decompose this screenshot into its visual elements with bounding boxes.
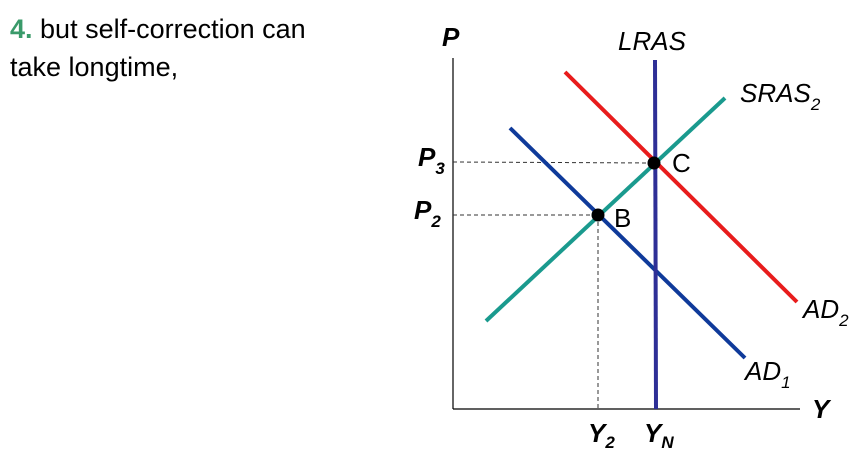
point-b-marker — [591, 208, 605, 222]
caption-line-1: but self-correction can — [32, 14, 306, 44]
sras-label: SRAS2 — [740, 78, 821, 114]
point-c-marker — [647, 156, 661, 170]
yn-label: YN — [644, 418, 674, 452]
p2-label-base: P — [414, 195, 432, 225]
ad1-label-base: AD — [743, 356, 781, 386]
ad1-label: AD1 — [743, 356, 791, 392]
sras-label-sub: 2 — [810, 95, 821, 114]
lras-curve — [653, 59, 658, 410]
p2-label-sub: 2 — [430, 212, 441, 231]
lras-label: LRAS — [618, 26, 687, 56]
point-c-label: C — [672, 148, 691, 178]
ad2-label-sub: 2 — [838, 311, 849, 330]
caption-text: 4. but self-correction can take longtime… — [10, 10, 410, 86]
p3-label: P3 — [418, 142, 445, 178]
x-axis-label: Y — [812, 394, 832, 424]
ad1-curve — [508, 126, 747, 360]
y2-label-base: Y — [588, 418, 608, 448]
yn-label-base: Y — [644, 418, 664, 448]
ad2-label-base: AD — [801, 294, 839, 324]
sras-label-base: SRAS — [740, 78, 811, 108]
y2-label-sub: 2 — [604, 433, 615, 452]
caption-line-2: take longtime, — [10, 52, 179, 82]
y-axis-label: P — [442, 22, 460, 52]
p3-label-base: P — [418, 142, 436, 172]
p2-label: P2 — [414, 195, 441, 231]
ad1-label-sub: 1 — [781, 373, 790, 392]
ad2-label: AD2 — [801, 294, 849, 330]
yn-label-sub: N — [661, 433, 674, 452]
p3-guide-line — [452, 161, 655, 164]
y2-label: Y2 — [588, 418, 615, 452]
ad2-curve — [563, 70, 799, 304]
caption-number: 4. — [10, 14, 33, 44]
sras-curve — [484, 96, 727, 323]
point-b-label: B — [614, 203, 631, 233]
p3-label-sub: 3 — [435, 159, 445, 178]
